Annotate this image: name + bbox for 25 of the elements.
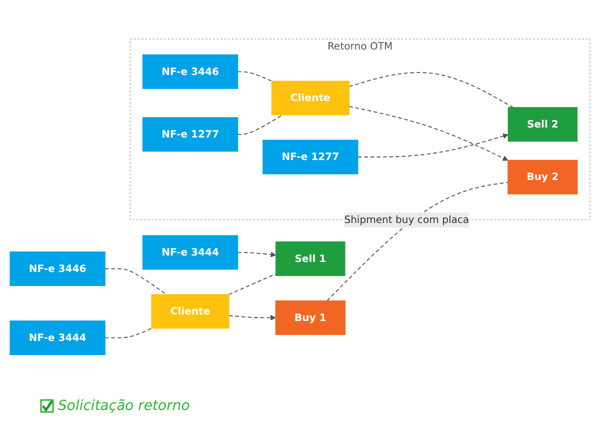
arrow [348,106,508,161]
node-box: NF-e 1277 [142,117,238,152]
node-box: NF-e 3446 [142,54,238,90]
node-box: NF-e 3446 [10,252,106,286]
node-box: NF-e 1277 [262,140,358,174]
node-box: Buy 2 [508,160,578,194]
connector [104,268,167,296]
connector [348,72,514,108]
connector [237,71,272,82]
arrow [237,252,276,258]
connector [228,274,276,296]
node-box: Cliente [271,80,350,116]
node-box: Buy 1 [275,300,346,336]
arrow [228,315,276,321]
node-box: Cliente [151,294,230,329]
connector [237,114,283,135]
arrow [357,134,508,158]
edge-label: Shipment buy com placa [344,214,470,226]
node-box: NF-e 3444 [10,320,106,356]
connector [326,182,508,302]
legend-text: Solicitação retorno [58,398,190,414]
connector [104,328,152,338]
node-box: Sell 1 [276,242,346,276]
node-box: NF-e 3444 [142,235,238,270]
node-box: Sell 2 [508,107,578,142]
